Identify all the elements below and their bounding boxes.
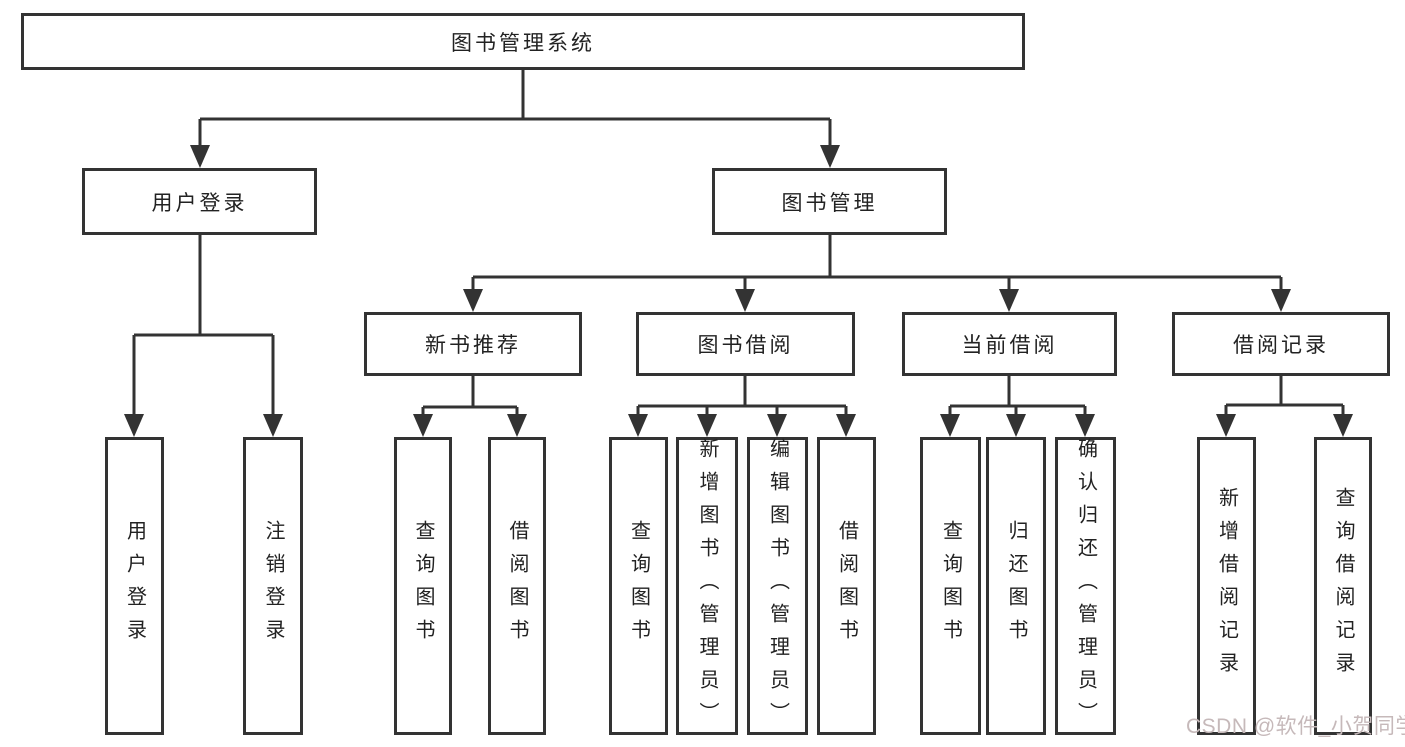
leaf-logout: 注销登录 — [243, 437, 303, 735]
leaf-add-borrow-record-label: 新增借阅记录 — [1215, 487, 1238, 685]
node-book-management-label: 图书管理 — [781, 191, 878, 215]
leaf-user-login-label: 用户登录 — [123, 520, 146, 652]
leaf-borrow-books-recommend-label: 借阅图书 — [506, 520, 528, 652]
node-current-borrow-label: 当前借阅 — [961, 334, 1058, 357]
leaf-confirm-return-admin: 确认归还（管理员） — [1055, 437, 1116, 735]
leaf-query-borrow-record: 查询借阅记录 — [1314, 437, 1372, 735]
node-borrow-records-label: 借阅记录 — [1233, 334, 1329, 357]
leaf-return-book: 归还图书 — [986, 437, 1046, 735]
leaf-query-books-borrow-label: 查询图书 — [627, 520, 650, 652]
leaf-query-books-current: 查询图书 — [920, 437, 981, 735]
node-borrow-records: 借阅记录 — [1172, 312, 1390, 376]
leaf-query-borrow-record-label: 查询借阅记录 — [1332, 487, 1354, 685]
node-root-library-system: 图书管理系统 — [21, 13, 1025, 70]
node-new-book-recommend: 新书推荐 — [364, 312, 582, 376]
node-book-management: 图书管理 — [712, 168, 947, 235]
node-new-book-recommend-label: 新书推荐 — [425, 334, 521, 357]
leaf-edit-book-admin: 编辑图书（管理员） — [747, 437, 808, 735]
leaf-logout-label: 注销登录 — [262, 520, 284, 652]
leaf-add-book-admin-label: 新增图书（管理员） — [696, 437, 718, 735]
node-user-login: 用户登录 — [82, 168, 317, 235]
leaf-user-login: 用户登录 — [105, 437, 164, 735]
csdn-watermark: CSDN @软件_小贺同学 — [1186, 715, 1405, 738]
leaf-borrow-books: 借阅图书 — [817, 437, 876, 735]
node-current-borrow: 当前借阅 — [902, 312, 1117, 376]
leaf-add-book-admin: 新增图书（管理员） — [676, 437, 738, 735]
leaf-return-book-label: 归还图书 — [1005, 520, 1027, 652]
leaf-borrow-books-recommend: 借阅图书 — [488, 437, 546, 735]
leaf-confirm-return-admin-label: 确认归还（管理员） — [1074, 437, 1097, 735]
leaf-query-books-recommend: 查询图书 — [394, 437, 452, 735]
leaf-query-books-current-label: 查询图书 — [939, 520, 962, 652]
node-user-login-label: 用户登录 — [151, 191, 248, 215]
leaf-add-borrow-record: 新增借阅记录 — [1197, 437, 1256, 735]
leaf-query-books-recommend-label: 查询图书 — [412, 520, 434, 652]
node-book-borrow: 图书借阅 — [636, 312, 855, 376]
leaf-borrow-books-label: 借阅图书 — [835, 520, 858, 652]
node-book-borrow-label: 图书借阅 — [697, 334, 794, 357]
node-root-label: 图书管理系统 — [451, 31, 595, 55]
leaf-edit-book-admin-label: 编辑图书（管理员） — [766, 437, 789, 735]
leaf-query-books-borrow: 查询图书 — [609, 437, 668, 735]
